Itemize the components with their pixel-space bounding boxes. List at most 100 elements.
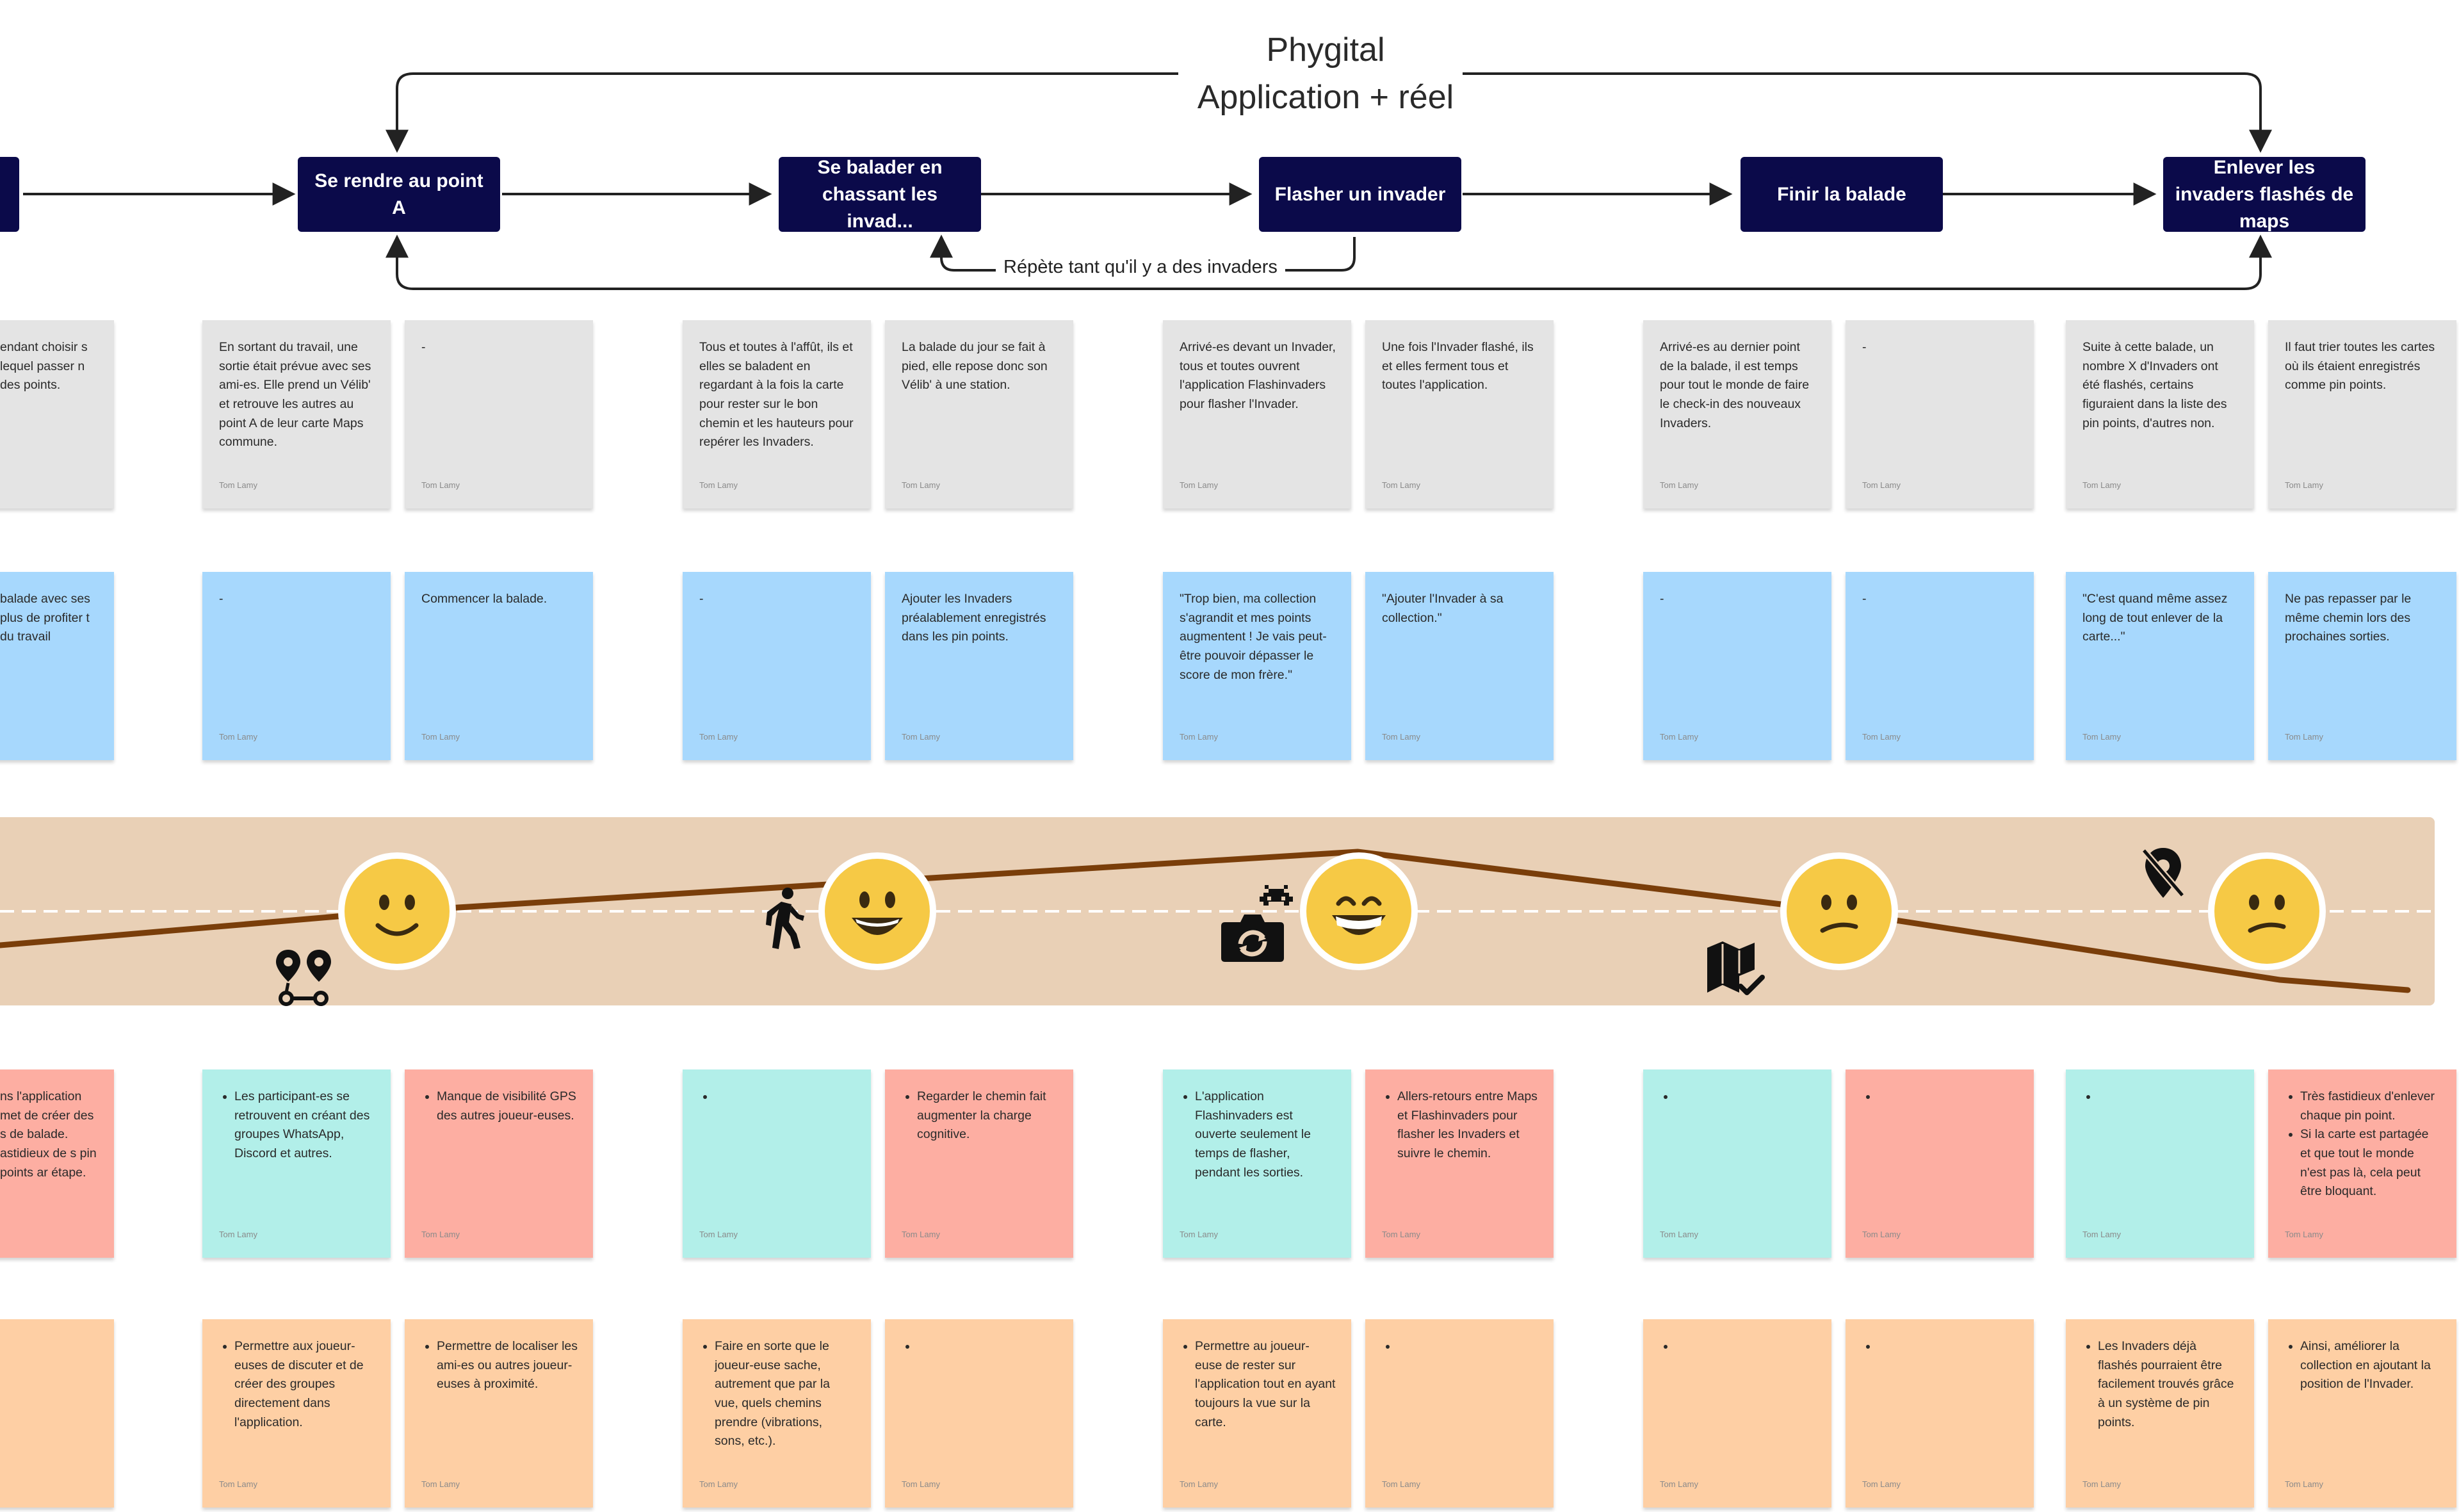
pain-note-0[interactable]: ns l'application met de créer des s de b… [0,1069,114,1258]
thought-note-7[interactable]: - Tom Lamy [1643,572,1831,760]
opportunity-note-8[interactable]: Tom Lamy [1846,1319,2034,1508]
note-author: Tom Lamy [2285,480,2323,491]
bullet-item [2098,1087,2239,1107]
action-note-10[interactable]: Il faut trier toutes les cartes où ils é… [2268,320,2456,508]
pain-note-8[interactable]: Tom Lamy [1846,1069,2034,1258]
step-enlever-les-invaders[interactable]: Enlever les invaders flashés de maps [2163,157,2366,232]
face-grin [818,852,936,970]
thought-note-text: balade avec ses plus de profiter t du tr… [0,592,90,644]
location-pins-icon [276,950,331,1006]
action-note-9[interactable]: Suite à cette balade, un nombre X d'Inva… [2066,320,2254,508]
opportunity-note-1[interactable]: Permettre aux joueur-euses de discuter e… [202,1319,391,1508]
pain-note-10[interactable]: Très fastidieux d'enlever chaque pin poi… [2268,1069,2456,1258]
pain-note-1[interactable]: Les participant-es se retrouvent en créa… [202,1069,391,1258]
thought-note-3[interactable]: - Tom Lamy [683,572,871,760]
walking-person-icon [766,888,804,949]
pain-note-3[interactable]: Tom Lamy [683,1069,871,1258]
thought-note-5[interactable]: "Trop bien, ma collection s'agrandit et … [1163,572,1351,760]
action-note-2[interactable]: - Tom Lamy [405,320,593,508]
action-note-text: En sortant du travail, une sortie était … [219,340,371,450]
phygital-bracket-bottom [385,234,2262,290]
bullet-item: Allers-retours entre Maps et Flashinvade… [1397,1087,1538,1164]
action-note-8[interactable]: - Tom Lamy [1846,320,2034,508]
action-note-1[interactable]: En sortant du travail, une sortie était … [202,320,391,508]
opportunity-note-5[interactable]: Permettre au joueur-euse de rester sur l… [1163,1319,1351,1508]
opportunity-note-4[interactable]: Tom Lamy [885,1319,1073,1508]
step-flasher-un-invader[interactable]: Flasher un invader [1259,157,1461,232]
note-author: Tom Lamy [1660,1479,1698,1490]
bullet-list: Faire en sorte que le joueur-euse sache,… [699,1337,856,1451]
thought-note-4[interactable]: Ajouter les Invaders préalablement enreg… [885,572,1073,760]
note-author: Tom Lamy [2285,1230,2323,1240]
bullet-item [1675,1087,1816,1107]
bullet-item: Regarder le chemin fait augmenter la cha… [917,1087,1058,1144]
pain-note-7[interactable]: Tom Lamy [1643,1069,1831,1258]
action-note-0[interactable]: endant choisir s lequel passer n des poi… [0,320,114,508]
step-previous-edge[interactable] [0,157,19,232]
bullet-list: Permettre au joueur-euse de rester sur l… [1180,1337,1336,1432]
note-author: Tom Lamy [219,732,257,742]
thought-note-1[interactable]: - Tom Lamy [202,572,391,760]
face-confused [2208,852,2326,970]
thought-note-text: - [219,592,223,606]
action-note-5[interactable]: Arrivé-es devant un Invader, tous et tou… [1163,320,1351,508]
action-note-text: Suite à cette balade, un nombre X d'Inva… [2082,340,2227,430]
bullet-item [715,1087,856,1107]
opportunity-note-10[interactable]: Ainsi, améliorer la collection en ajouta… [2268,1319,2456,1508]
pain-note-4[interactable]: Regarder le chemin fait augmenter la cha… [885,1069,1073,1258]
opportunity-note-3[interactable]: Faire en sorte que le joueur-euse sache,… [683,1319,871,1508]
note-author: Tom Lamy [421,480,460,491]
opportunity-note-2[interactable]: Permettre de localiser les ami-es ou aut… [405,1319,593,1508]
note-author: Tom Lamy [1862,480,1901,491]
bullet-list: L'application Flashinvaders est ouverte … [1180,1087,1336,1182]
action-note-7[interactable]: Arrivé-es au dernier point de la balade,… [1643,320,1831,508]
phygital-title: Phygital [1266,31,1385,69]
action-note-6[interactable]: Une fois l'Invader flashé, ils et elles … [1365,320,1554,508]
note-author: Tom Lamy [219,1479,257,1490]
thought-note-6[interactable]: "Ajouter l'Invader à sa collection." Tom… [1365,572,1554,760]
thought-note-2[interactable]: Commencer la balade. Tom Lamy [405,572,593,760]
thought-note-9[interactable]: "C'est quand même assez long de tout enl… [2066,572,2254,760]
step-se-rendre-au-point-a[interactable]: Se rendre au point A [298,157,500,232]
bullet-list [1660,1087,1816,1107]
note-author: Tom Lamy [1382,480,1420,491]
opportunity-note-7[interactable]: Tom Lamy [1643,1319,1831,1508]
pain-note-9[interactable]: Tom Lamy [2066,1069,2254,1258]
thought-note-text: Commencer la balade. [421,592,548,606]
bullet-list: Les participant-es se retrouvent en créa… [219,1087,375,1164]
thought-note-0[interactable]: balade avec ses plus de profiter t du tr… [0,572,114,760]
bullet-list: Allers-retours entre Maps et Flashinvade… [1382,1087,1538,1164]
opportunity-note-0[interactable] [0,1319,114,1508]
opportunity-note-6[interactable]: Tom Lamy [1365,1319,1554,1508]
note-author: Tom Lamy [1660,732,1698,742]
face-smile [338,852,456,970]
phygital-bracket-top [396,72,2260,150]
thought-note-8[interactable]: - Tom Lamy [1846,572,2034,760]
action-note-text: - [421,340,426,354]
action-note-3[interactable]: Tous et toutes à l'affût, ils et elles s… [683,320,871,508]
bullet-list [1862,1087,2018,1107]
bullet-list [1660,1337,1816,1356]
pain-note-2[interactable]: Manque de visibilité GPS des autres joue… [405,1069,593,1258]
step-se-balader[interactable]: Se balader en chassant les invad... [779,157,981,232]
step-finir-la-balade[interactable]: Finir la balade [1741,157,1943,232]
bullet-item: Très fastidieux d'enlever chaque pin poi… [2300,1087,2441,1125]
action-note-4[interactable]: La balade du jour se fait à pied, elle r… [885,320,1073,508]
note-author: Tom Lamy [1862,1230,1901,1240]
action-note-text: endant choisir s lequel passer n des poi… [0,340,88,393]
note-author: Tom Lamy [1180,732,1218,742]
note-author: Tom Lamy [1862,732,1901,742]
bullet-item: Manque de visibilité GPS des autres joue… [437,1087,578,1125]
bullet-list: Ainsi, améliorer la collection en ajouta… [2285,1337,2441,1394]
note-author: Tom Lamy [902,732,940,742]
note-author: Tom Lamy [699,1479,738,1490]
note-author: Tom Lamy [2285,732,2323,742]
repeat-loop-label: Répète tant qu'il y a des invaders [996,257,1285,278]
pain-note-5[interactable]: L'application Flashinvaders est ouverte … [1163,1069,1351,1258]
bullet-list: Très fastidieux d'enlever chaque pin poi… [2285,1087,2441,1201]
bullet-item: Les Invaders déjà flashés pourraient êtr… [2098,1337,2239,1432]
pain-note-6[interactable]: Allers-retours entre Maps et Flashinvade… [1365,1069,1554,1258]
thought-note-10[interactable]: Ne pas repasser par le même chemin lors … [2268,572,2456,760]
opportunity-note-9[interactable]: Les Invaders déjà flashés pourraient êtr… [2066,1319,2254,1508]
